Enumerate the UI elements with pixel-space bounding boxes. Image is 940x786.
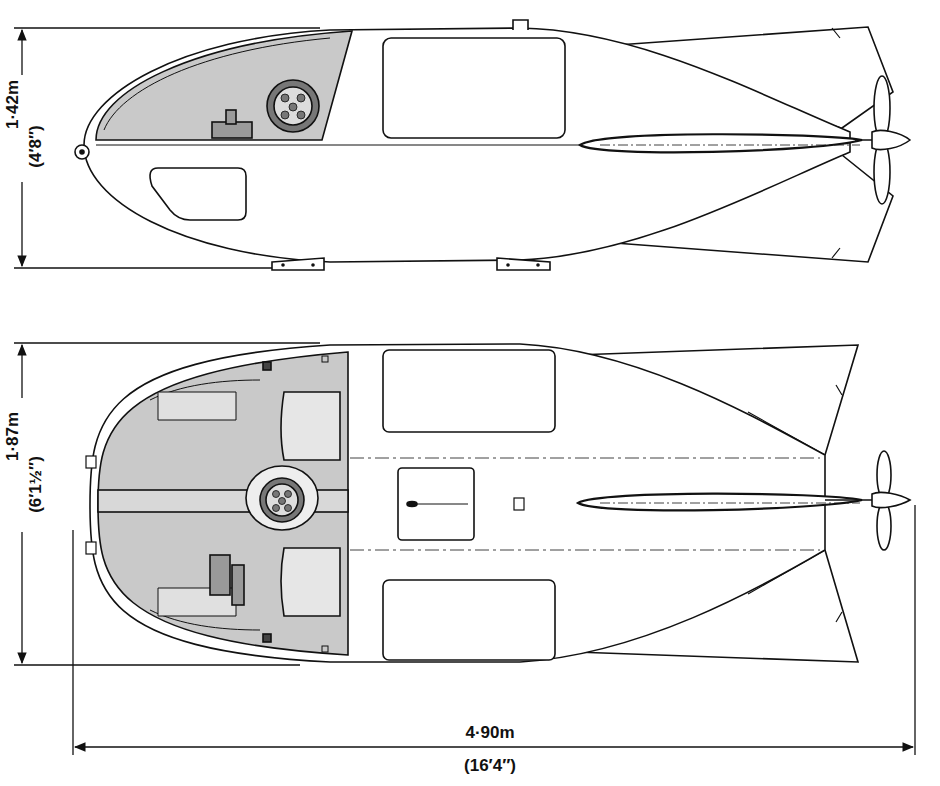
dimension-label: 1·42m [4, 77, 23, 130]
dimension-lines [14, 28, 915, 755]
side-view [75, 20, 910, 270]
dimension-label: 4·90m [463, 723, 516, 742]
top-view [86, 344, 910, 662]
dimension-label: 1·87m [4, 409, 23, 462]
dimension-label: (16′4″) [462, 756, 518, 775]
dimension-label: (4′8″) [25, 123, 44, 169]
dimension-label: (6′1½″) [25, 454, 44, 515]
